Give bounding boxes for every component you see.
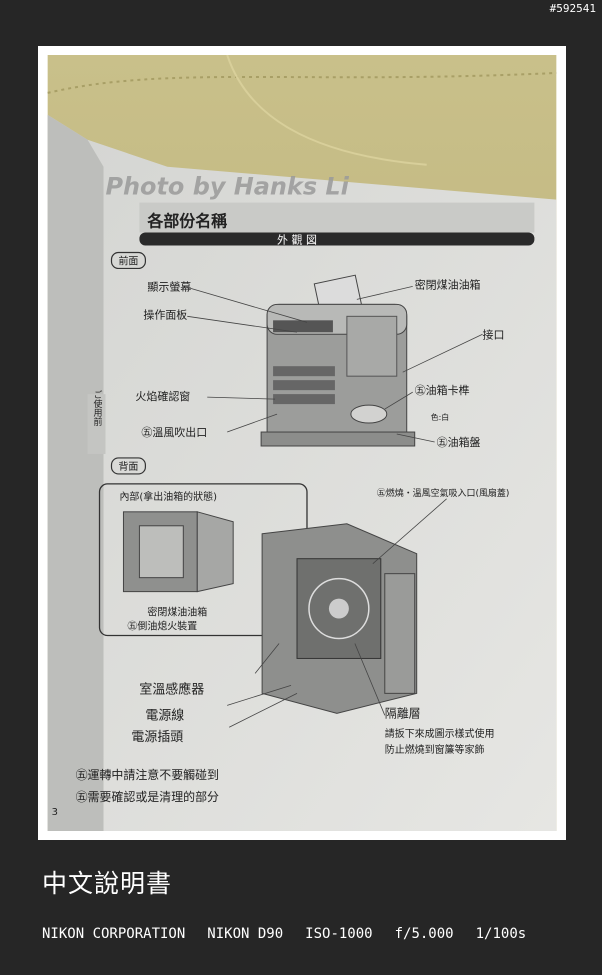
exif-model: NIKON D90 [207,926,284,942]
label-warning-1: ㊄運轉中請注意不要觸碰到 [76,767,219,782]
label-connector: 接口 [483,328,505,341]
label-intake: ㊄燃燒・溫風空氣吸入口(風扇蓋) [377,487,510,499]
page-number: 3 [52,807,58,818]
label-display-screen: 顯示螢幕 [147,279,191,293]
label-room-sensor: 室溫感應器 [139,681,204,697]
label-tank-device-1: 密閉煤油油箱 [147,606,207,619]
label-power-cord: 電源線 [145,707,184,723]
manual-page [47,114,557,831]
exif-iso: ISO-1000 [305,926,373,942]
side-tab: ご使用前 [92,389,102,427]
label-partition-note-1: 請扳下來成圖示樣式使用 [385,727,495,740]
label-power-plug: 電源插頭 [131,730,183,745]
label-partition: 隔離層 [385,706,421,720]
label-sealed-tank: 密閉煤油油箱 [415,277,481,291]
photo-frame: Photo by Hanks Li 各部份名稱 外 觀 図 前面 背面 ご使用前 [38,46,566,840]
label-warning-2: ㊄需要確認或是清理的部分 [76,789,219,804]
section-band [139,202,535,233]
label-tank-clip-color: 色:白 [431,412,450,422]
view-title: 外 觀 図 [277,234,317,247]
label-tank-device-2: ㊄倒油熄火裝置 [127,620,197,633]
label-control-panel: 操作面板 [143,307,187,321]
exif-line: NIKON CORPORATION NIKON D90 ISO-1000 f/5.00… [42,926,548,942]
label-interior-note: 內部(拿出油箱的狀態) [119,490,217,503]
view-band [139,232,535,246]
manual-photo: Photo by Hanks Li 各部份名稱 外 觀 図 前面 背面 ご使用前 [47,55,557,831]
photo-id: #592541 [549,2,596,15]
label-oil-tray: ㊄油箱盤 [437,435,481,449]
label-partition-note-2: 防止燃燒到窗簾等家飾 [385,743,485,756]
interior-illustration [122,511,234,593]
photo: Photo by Hanks Li 各部份名稱 外 觀 図 前面 背面 ご使用前 [47,55,557,831]
label-flame-window: 火焰確認窗 [135,389,190,403]
watermark: Photo by Hanks Li [106,173,350,201]
heater-rear-illustration [261,523,418,714]
back-tag: 背面 [118,460,138,473]
front-tag: 前面 [118,254,138,267]
exif-shutter: 1/100s [475,926,527,942]
exif-aperture: f/5.000 [394,926,454,942]
heater-front-illustration [260,274,416,447]
exif-maker: NIKON CORPORATION [42,926,186,942]
caption: 中文說明書 [42,869,173,898]
section-title: 各部份名稱 [146,212,227,231]
label-tank-clip: ㊄油箱卡榫 [415,383,470,397]
label-warm-air-outlet: ㊄溫風吹出口 [141,425,207,439]
